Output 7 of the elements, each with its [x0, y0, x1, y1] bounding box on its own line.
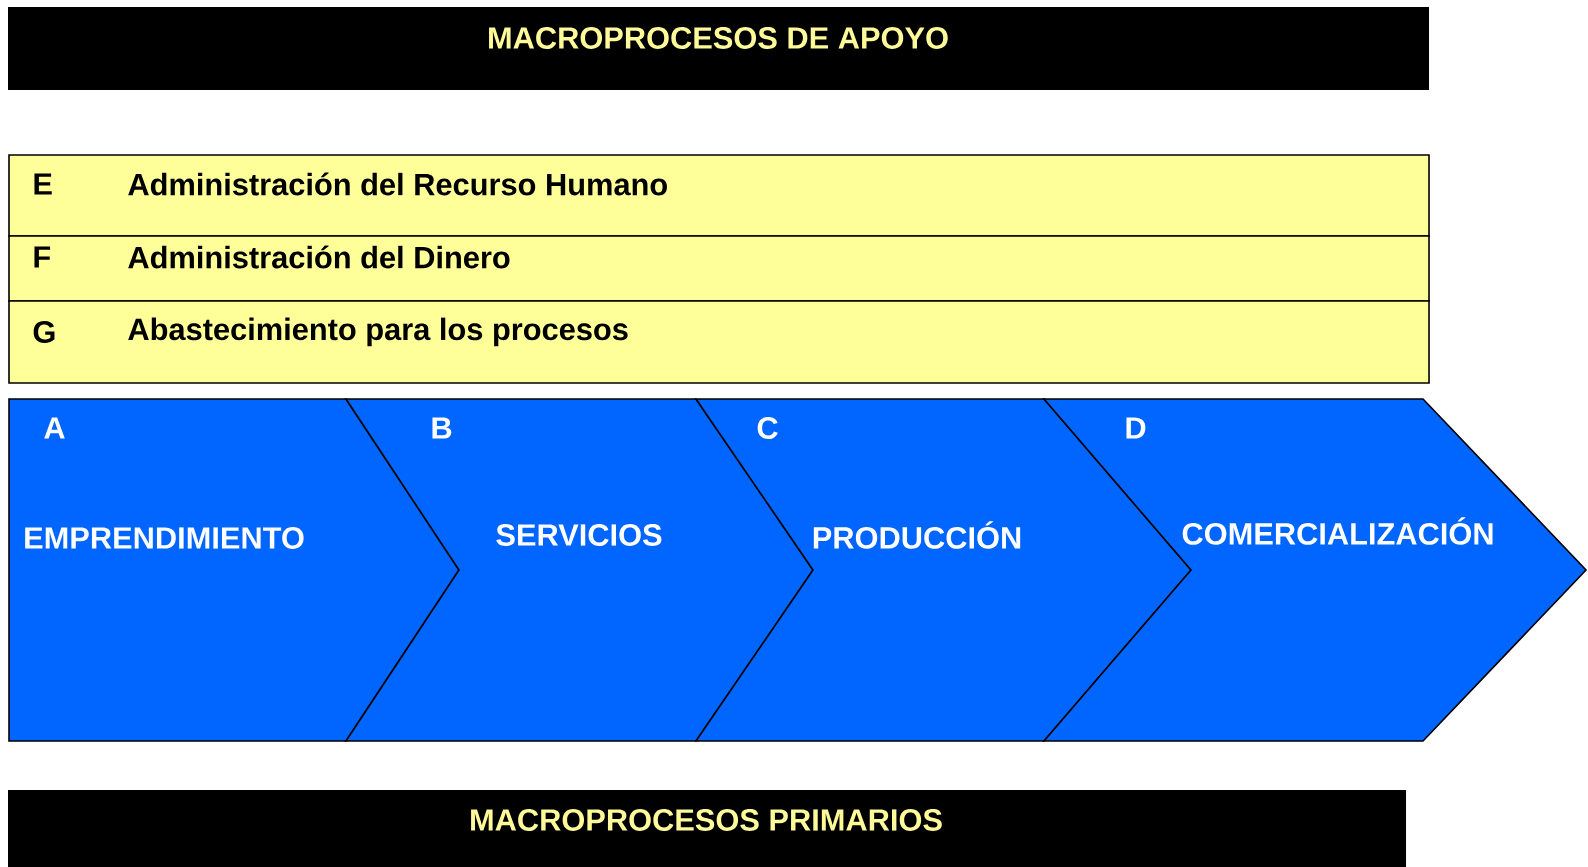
title-band: MACROPROCESOS DE APOYO: [8, 7, 1429, 90]
title-band: MACROPROCESOS PRIMARIOS: [8, 790, 1406, 867]
process-row: F Administración del Dinero: [8, 235, 1430, 302]
chevron-block: D COMERCIALIZACIÓN: [1042, 398, 1588, 742]
process-row: G Abastecimiento para los procesos: [8, 300, 1430, 384]
node-label: D: [1126, 417, 1146, 439]
process-row: E Administración del Recurso Humano: [8, 154, 1430, 237]
